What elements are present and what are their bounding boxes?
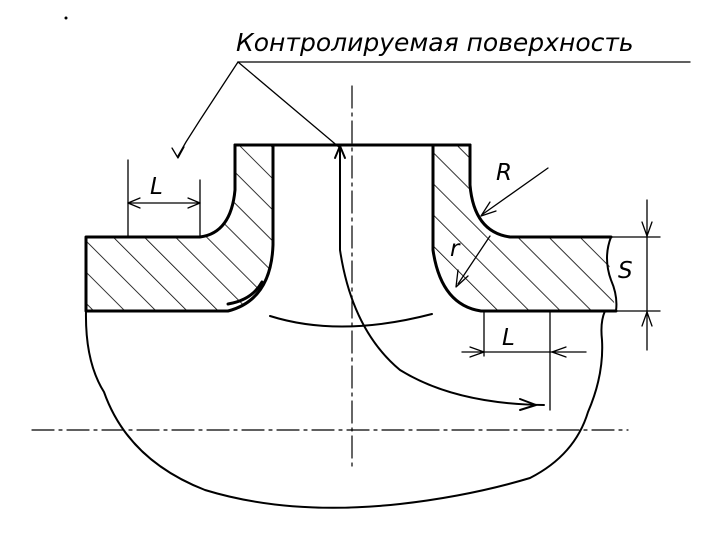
- dimension-S: [610, 199, 661, 351]
- scan-path-curve: [339, 147, 545, 406]
- dimension-right-L: [461, 310, 587, 411]
- thickness-r-arrowhead: [455, 269, 469, 288]
- controlled-surface-label: Контролируемая поверхность: [236, 28, 634, 57]
- left-hatched-section: [86, 145, 273, 311]
- thickness-r-label: r: [450, 236, 461, 262]
- dimension-left-L-label: L: [150, 174, 163, 200]
- thickness-r-leader: [457, 235, 491, 285]
- scan-arc-lower: [269, 313, 433, 328]
- radius-leader: [482, 167, 549, 215]
- scan-arrowhead-up: [334, 145, 346, 159]
- dimension-left-L: [127, 159, 201, 238]
- leader-line-left: [177, 61, 239, 157]
- right-hatched-section: [433, 145, 616, 311]
- scan-arrowhead-right: [519, 398, 537, 411]
- dimension-right-L-label: L: [502, 325, 515, 351]
- dimension-S-label: S: [618, 258, 633, 284]
- part-outline: [84, 143, 618, 509]
- leader-line-right: [237, 61, 341, 149]
- radius-label: R: [496, 160, 512, 186]
- stray-dot: [64, 16, 68, 20]
- radius-arrowhead: [480, 201, 497, 217]
- leader-arrowhead-left: [171, 146, 185, 159]
